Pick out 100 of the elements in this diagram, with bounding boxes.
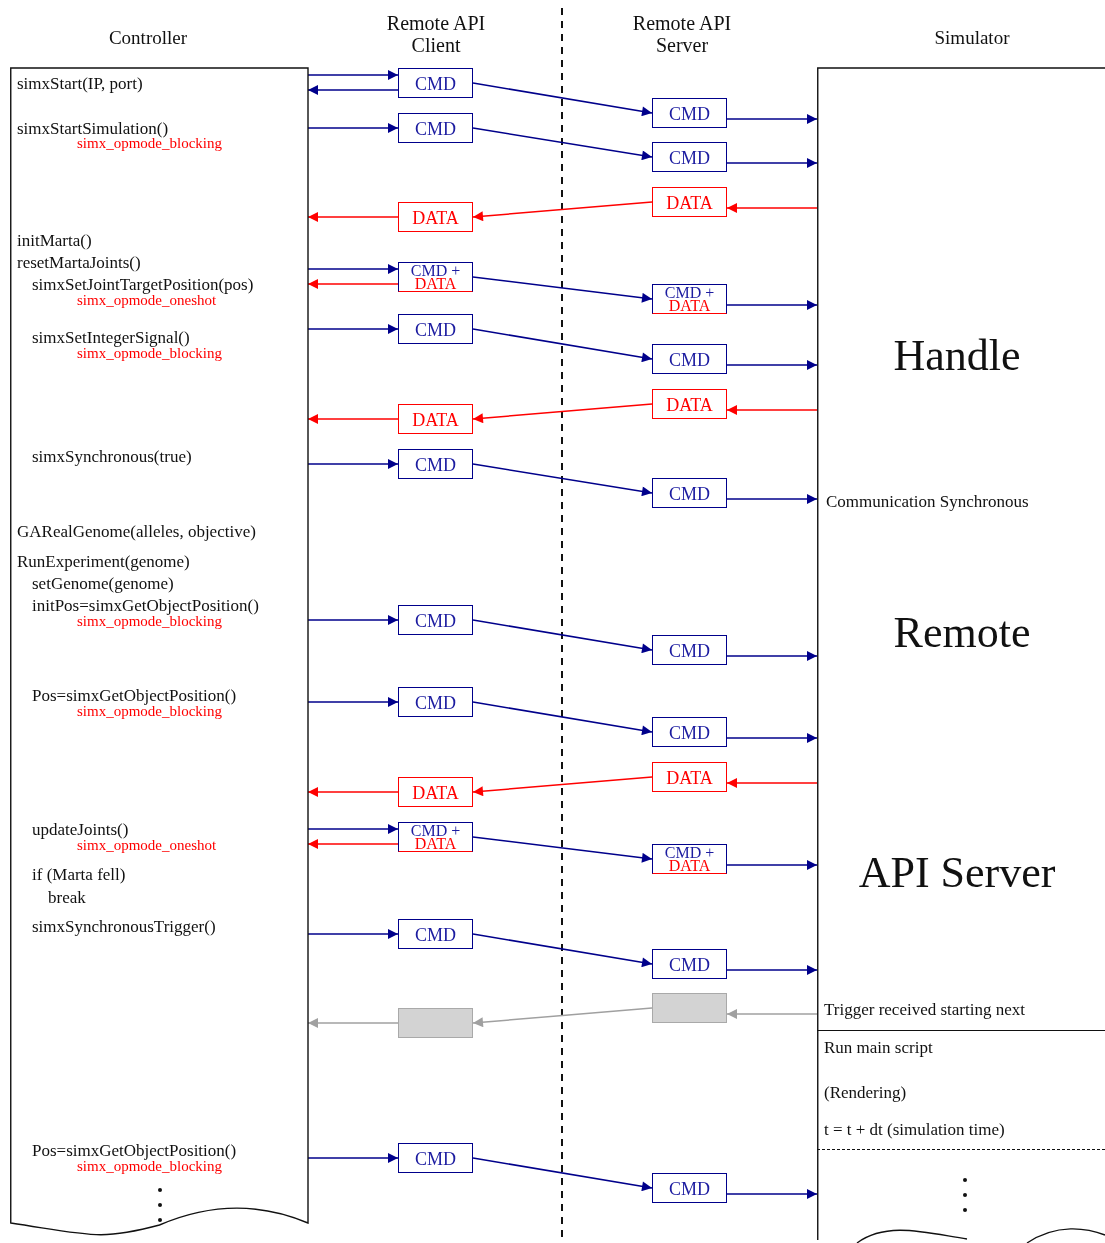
mode-note: simx_opmode_blocking [77, 703, 222, 719]
arrow [472, 82, 653, 117]
arrow [726, 203, 818, 213]
arrow [307, 414, 399, 424]
message-box [652, 717, 727, 747]
arrow [472, 1157, 653, 1192]
server-title: API Server [858, 850, 1056, 895]
arrow [307, 615, 399, 625]
function-call: simxSetJointTargetPosition(pos) [32, 275, 254, 293]
arrow [307, 279, 399, 289]
arrow [307, 929, 399, 939]
arrow [726, 360, 818, 370]
arrow [307, 839, 399, 849]
arrow [307, 459, 399, 469]
message-box [398, 822, 473, 852]
message-box [652, 478, 727, 508]
function-call: Pos=simxGetObjectPosition() [32, 686, 237, 704]
arrow [726, 114, 818, 124]
message-box [652, 762, 727, 792]
function-call: simxSynchronousTrigger() [32, 917, 216, 935]
message-label: CMD + [410, 823, 461, 839]
message-label: CMD [669, 1180, 710, 1198]
message-label: CMD + [664, 845, 715, 861]
message-box [652, 844, 727, 874]
message-label: CMD [415, 120, 456, 138]
message-label: DATA [666, 769, 713, 787]
step-note: Trigger received starting next [824, 1000, 1025, 1018]
function-call: simxSetIntegerSignal() [32, 328, 190, 346]
simulation-step-band [817, 1030, 1105, 1150]
message-label: DATA [666, 396, 713, 414]
function-call: GARealGenome(alleles, objective) [17, 522, 256, 540]
message-label: CMD [415, 926, 456, 944]
message-label: CMD + [664, 285, 715, 301]
message-label: DATA [412, 209, 459, 227]
message-box [398, 404, 473, 434]
empty-message-box [398, 1008, 473, 1038]
message-box [398, 202, 473, 232]
arrow [307, 697, 399, 707]
arrow [472, 201, 653, 222]
message-label: CMD [669, 351, 710, 369]
message-label: DATA [412, 411, 459, 429]
step-note: Communication Synchronous [826, 492, 1029, 510]
message-box [398, 777, 473, 807]
function-call: updateJoints() [32, 820, 129, 838]
mode-note: simx_opmode_blocking [77, 613, 222, 629]
server-title: Handle [893, 333, 1021, 378]
function-call: simxStart(IP, port) [17, 74, 143, 92]
arrow [307, 212, 399, 222]
arrow [472, 403, 653, 424]
message-box [652, 187, 727, 217]
message-label: CMD [669, 724, 710, 742]
function-call: resetMartaJoints() [17, 253, 141, 271]
arrow [726, 965, 818, 975]
message-box [652, 389, 727, 419]
message-label: DATA [414, 836, 457, 852]
arrow [472, 127, 653, 161]
message-box [398, 605, 473, 635]
function-call: initMarta() [17, 231, 92, 249]
arrow [472, 933, 653, 968]
message-box [652, 1173, 727, 1203]
arrow [307, 1153, 399, 1163]
arrow [726, 494, 818, 504]
message-label: CMD [415, 612, 456, 630]
message-box [398, 68, 473, 98]
arrow [726, 778, 818, 788]
message-label: DATA [668, 298, 711, 314]
message-box [652, 635, 727, 665]
arrow [307, 264, 399, 274]
message-label: DATA [668, 858, 711, 874]
column-heading: Remote API Client [385, 12, 487, 56]
function-call: Pos=simxGetObjectPosition() [32, 1141, 237, 1159]
column-heading: Controller [108, 27, 188, 47]
function-call: simxStartSimulation() [17, 119, 169, 137]
arrow [472, 836, 653, 863]
arrow [307, 70, 399, 80]
message-box [398, 687, 473, 717]
step-note: t = t + dt (simulation time) [824, 1120, 1005, 1138]
empty-message-box [652, 993, 727, 1023]
arrow [307, 787, 399, 797]
message-label: CMD [415, 321, 456, 339]
arrow [472, 701, 653, 736]
arrow [472, 619, 653, 654]
arrow [472, 463, 653, 497]
arrow [726, 1189, 818, 1199]
message-box [652, 949, 727, 979]
message-label: CMD + [410, 263, 461, 279]
function-call: simxSynchronous(true) [32, 447, 192, 465]
message-label: CMD [415, 1150, 456, 1168]
message-label: CMD [669, 642, 710, 660]
message-label: CMD [669, 485, 710, 503]
message-box [398, 262, 473, 292]
message-box [398, 314, 473, 344]
arrow [307, 85, 399, 95]
mode-note: simx_opmode_oneshot [77, 837, 217, 853]
message-label: CMD [415, 456, 456, 474]
message-label: DATA [414, 276, 457, 292]
arrow [472, 328, 653, 363]
message-label: CMD [669, 149, 710, 167]
arrow [307, 324, 399, 334]
message-box [398, 1143, 473, 1173]
